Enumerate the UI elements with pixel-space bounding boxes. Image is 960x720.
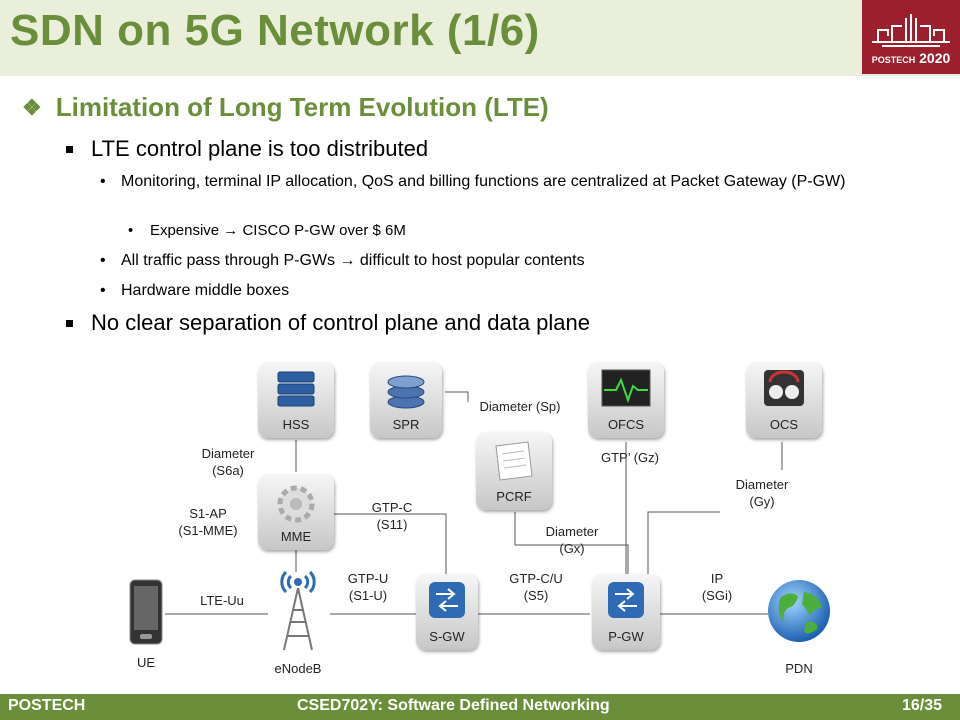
- footer-bar: POSTECH CSED702Y: Software Defined Netwo…: [0, 694, 960, 720]
- footer-page-number: 16/35: [902, 697, 943, 714]
- logo-emblem-icon: [872, 14, 950, 47]
- bullet-1-1-1: • Expensive → CISCO P-GW over $ 6M: [128, 222, 406, 239]
- title-bar: [0, 0, 960, 76]
- switch-router-icon: [429, 582, 465, 618]
- logo-text: POSTECH 2020: [871, 50, 951, 66]
- label-diameter-gx: Diameter (Gx): [545, 524, 599, 556]
- heading-text: Limitation of Long Term Evolution (LTE): [55, 92, 549, 122]
- bullet-2: No clear separation of control plane and…: [66, 310, 590, 336]
- bullet-1-2: • All traffic pass through P-GWs → diffi…: [100, 252, 585, 269]
- label-lte-uu: LTE-Uu: [200, 593, 244, 608]
- bullet-1: LTE control plane is too distributed: [66, 136, 428, 162]
- bullet-1-3: • Hardware middle boxes: [100, 282, 290, 299]
- label-diameter-sp: Diameter (Sp): [479, 399, 561, 414]
- line-s11: [330, 513, 447, 574]
- line-gy-h: [647, 511, 720, 574]
- ofcs-node: OFCS: [588, 362, 664, 438]
- sgw-node: S-GW: [416, 574, 478, 650]
- pdn-label: PDN: [785, 661, 813, 676]
- bullet-1-1: • Monitoring, terminal IP allocation, Qo…: [100, 173, 846, 190]
- footer-course: CSED702Y: Software Defined Networking: [297, 697, 610, 714]
- dot-bullet-icon: •: [100, 252, 106, 269]
- monitor-waveform-icon: [601, 369, 651, 407]
- line-gx: [514, 512, 629, 574]
- label-s1-ap: S1-AP (S1-MME): [178, 506, 238, 538]
- label-gtp-c-s11: GTP-C (S11): [371, 500, 413, 532]
- mobile-phone-icon: [129, 579, 163, 645]
- square-bullet-icon: [66, 145, 73, 153]
- gauge-icon: [764, 370, 804, 406]
- dot-bullet-icon: •: [128, 222, 134, 239]
- database-icon: [387, 375, 425, 409]
- dot-bullet-icon: •: [100, 282, 106, 299]
- globe-icon: [768, 580, 830, 642]
- slide-title: SDN on 5G Network (1/6): [10, 6, 540, 55]
- mme-node: MME: [258, 474, 334, 550]
- scroll-document-icon: [495, 441, 533, 481]
- ocs-node: OCS: [746, 362, 822, 438]
- label-gtp-gz: GTP’ (Gz): [600, 450, 659, 465]
- label-ip-sgi: IP (SGi): [701, 571, 733, 603]
- spr-node: SPR: [370, 362, 442, 438]
- line-sp: [445, 391, 469, 402]
- section-heading: ❖ Limitation of Long Term Evolution (LTE…: [22, 92, 549, 123]
- dot-bullet-icon: •: [100, 173, 106, 190]
- database-server-icon: [277, 371, 315, 407]
- postech-logo: POSTECH 2020: [862, 0, 960, 74]
- label-gtp-cu: GTP-C/U (S5): [509, 571, 563, 603]
- gear-icon: [277, 485, 315, 523]
- footer-org: POSTECH: [8, 697, 86, 714]
- pgw-node: P-GW: [592, 574, 660, 650]
- diamond-bullet-icon: ❖: [22, 94, 42, 120]
- cell-tower-icon: [280, 570, 316, 651]
- label-gtp-u: GTP-U (S1-U): [347, 571, 389, 603]
- hss-node: HSS: [258, 362, 334, 438]
- enodeb-label: eNodeB: [274, 661, 322, 676]
- label-diameter-s6a: Diameter (S6a): [201, 446, 255, 478]
- square-bullet-icon: [66, 319, 73, 327]
- label-diameter-gy: Diameter (Gy): [735, 477, 789, 509]
- ue-label: UE: [136, 655, 156, 670]
- pcrf-node: PCRF: [476, 432, 552, 510]
- switch-router-icon: [608, 582, 644, 618]
